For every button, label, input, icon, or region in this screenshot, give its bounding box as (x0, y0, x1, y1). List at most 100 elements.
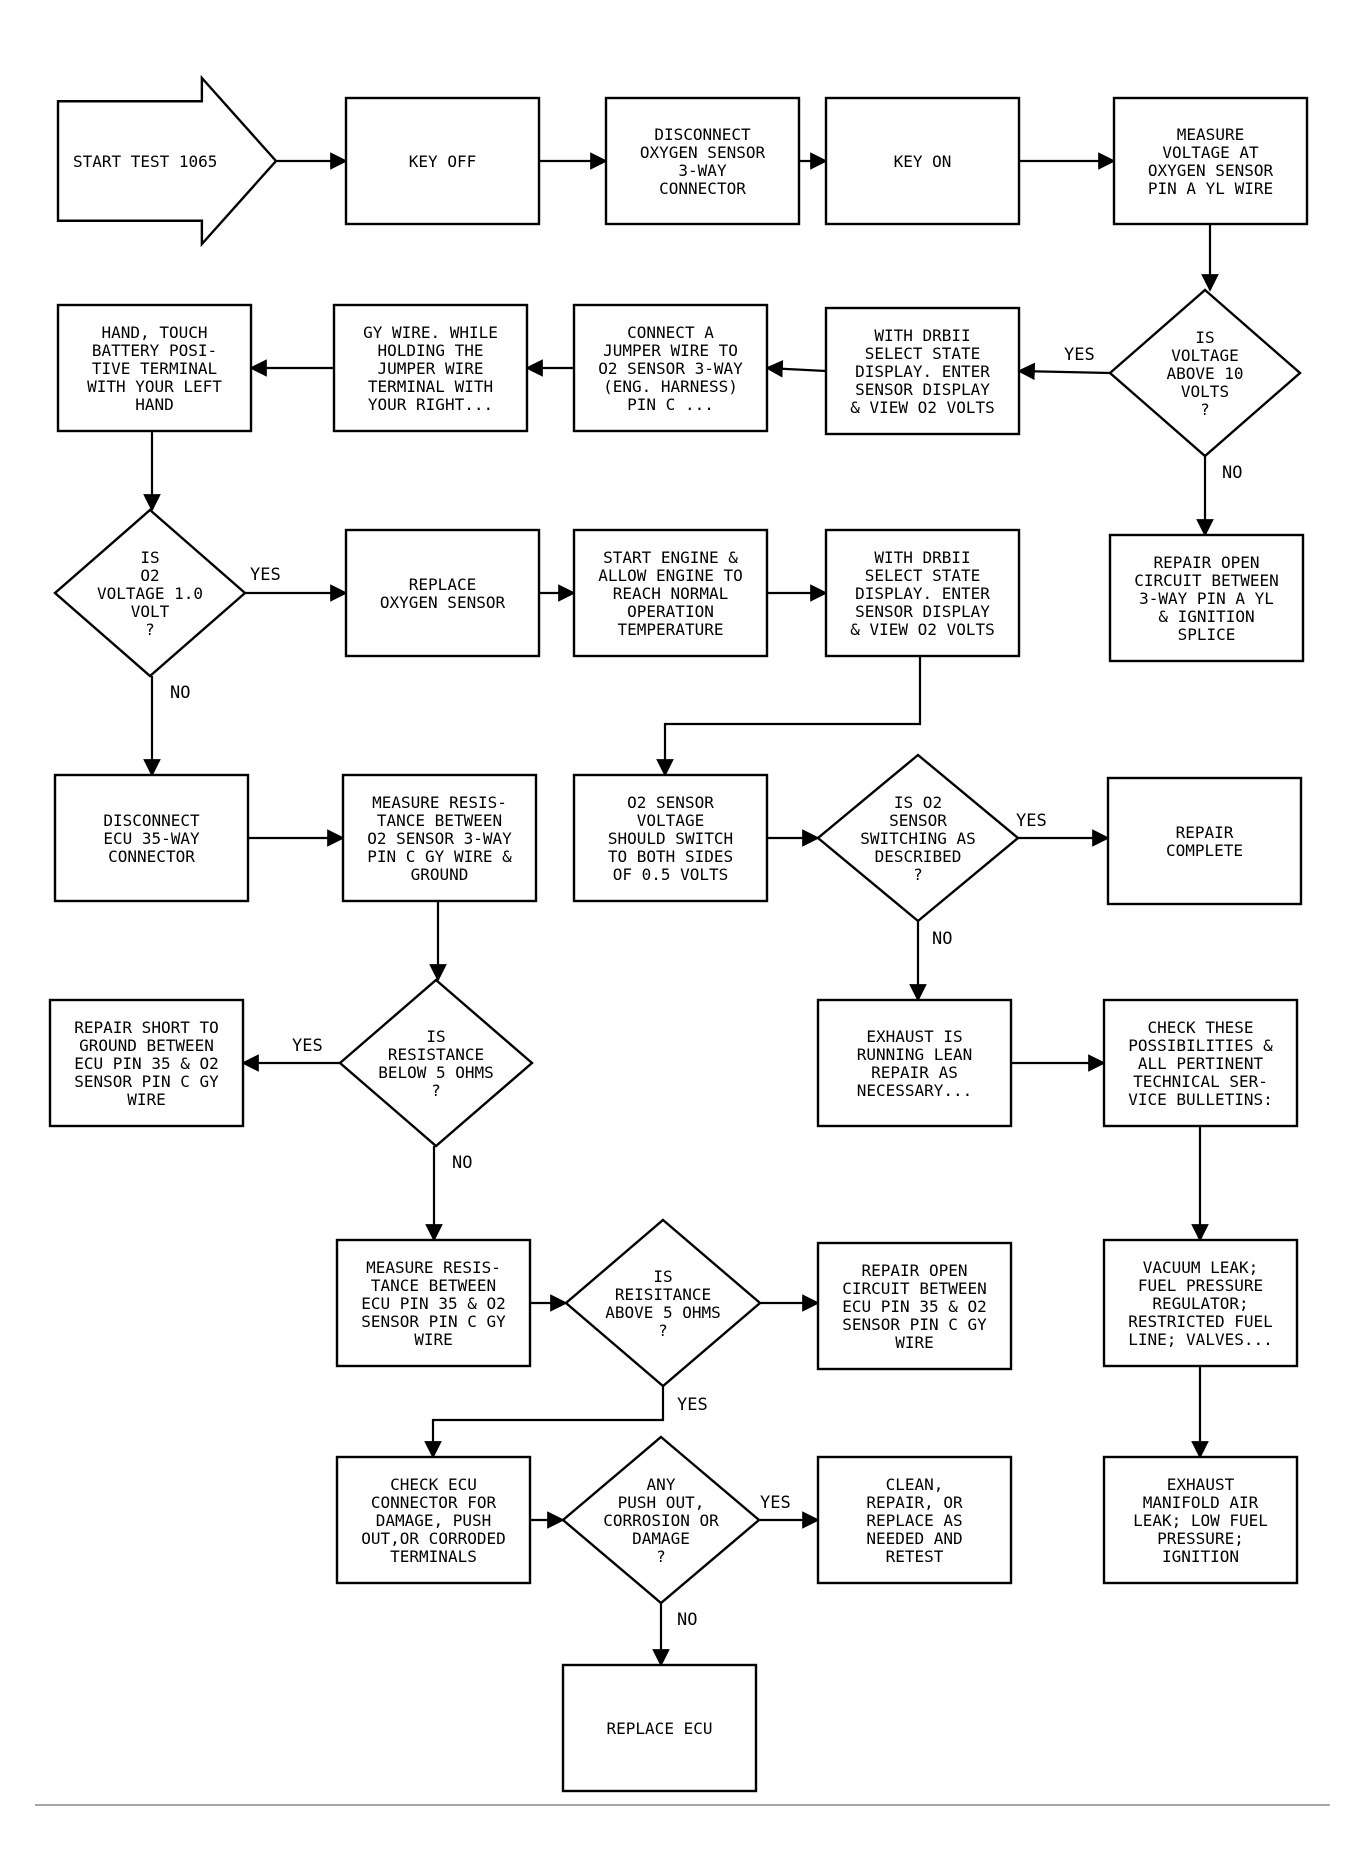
node-text-line: DISCONNECT (654, 125, 751, 144)
process-box (824, 528, 1021, 658)
node-text-line: EXHAUST (1167, 1475, 1235, 1494)
node-n2: KEY OFF (344, 96, 541, 226)
node-text-line: KEY ON (894, 152, 952, 171)
node-text-line: & VIEW O2 VOLTS (850, 620, 995, 639)
node-n1: START TEST 1065 (56, 74, 278, 248)
node-text-line: POSSIBILITIES & (1128, 1036, 1273, 1055)
node-text-line: HAND (135, 395, 174, 414)
node-text-line: CLEAN, (886, 1475, 944, 1494)
process-box (1102, 1455, 1299, 1585)
node-text-line: OUT,OR CORRODED (361, 1529, 506, 1548)
node-text-line: TERMINAL WITH (368, 377, 493, 396)
node-text-line: VICE BULLETINS: (1128, 1090, 1273, 1109)
node-text-line: SHOULD SWITCH (608, 829, 733, 848)
node-text-line: COMPLETE (1166, 841, 1243, 860)
node-text-line: VOLTAGE (1171, 346, 1238, 365)
process-box (1108, 533, 1305, 663)
node-text-line: REPAIR AS (871, 1063, 958, 1082)
node-text-line: RETEST (886, 1547, 944, 1566)
node-text-line: ECU PIN 35 & O2 (74, 1054, 219, 1073)
node-text-line: TO BOTH SIDES (608, 847, 733, 866)
node-text-line: & IGNITION (1158, 607, 1254, 626)
node-text-line: YOUR RIGHT... (368, 395, 493, 414)
node-text-line: GROUND (411, 865, 469, 884)
node-text-line: RESISTANCE (388, 1045, 484, 1064)
node-text-line: SENSOR PIN C GY (74, 1072, 219, 1091)
node-text-line: PUSH OUT, (618, 1493, 705, 1512)
node-text-line: START TEST 1065 (73, 152, 218, 171)
node-text-line: SENSOR PIN C GY (842, 1315, 987, 1334)
node-text-line: RUNNING LEAN (857, 1045, 973, 1064)
decision-diamond (53, 508, 247, 678)
node-text-line: CHECK THESE (1148, 1018, 1254, 1037)
process-box (344, 96, 541, 226)
node-text-line: ? (658, 1321, 668, 1340)
node-text-line: SELECT STATE (865, 344, 981, 363)
node-text-line: SELECT STATE (865, 566, 981, 585)
node-text-line: BATTERY POSI- (92, 341, 217, 360)
node-text-line: DAMAGE, PUSH (376, 1511, 492, 1530)
node-text-line: REGULATOR; (1152, 1294, 1248, 1313)
node-text-line: (ENG. HARNESS) (603, 377, 738, 396)
node-text-line: WIRE (414, 1330, 453, 1349)
process-box (335, 1455, 532, 1585)
node-text-line: ALL PERTINENT (1138, 1054, 1264, 1073)
node-text-line: VOLTAGE AT (1162, 143, 1259, 162)
node-text-line: DISPLAY. ENTER (855, 584, 990, 603)
node-text-line: FUEL PRESSURE (1138, 1276, 1263, 1295)
node-text-line: IS (1195, 328, 1214, 347)
node-text-line: MEASURE (1177, 125, 1244, 144)
node-text-line: ? (431, 1081, 441, 1100)
node-text-line: PIN C ... (627, 395, 714, 414)
node-text-line: IGNITION (1162, 1547, 1239, 1566)
process-box (824, 96, 1021, 226)
node-text-line: SPLICE (1178, 625, 1236, 644)
node-text-line: CORROSION OR (603, 1511, 719, 1530)
edge-n13-to-n14 (656, 656, 922, 777)
edge-d1-to-n7 (1017, 362, 1111, 381)
node-text-line: TANCE BETWEEN (377, 811, 502, 830)
process-box (572, 773, 769, 903)
node-text-line: IS O2 (894, 793, 942, 812)
edge-label-d5-yes: YES (677, 1395, 708, 1415)
process-box (572, 303, 769, 433)
node-text-line: TEMPERATURE (618, 620, 724, 639)
process-box (332, 303, 529, 433)
node-text-line: ABOVE 5 OHMS (605, 1303, 721, 1322)
process-box (816, 1241, 1013, 1371)
node-text-line: ? (913, 865, 923, 884)
node-text-line: 3-WAY (678, 161, 727, 180)
edge-label-d2-no: NO (170, 683, 190, 703)
node-text-line: TIVE TERMINAL (92, 359, 217, 378)
node-text-line: OF 0.5 VOLTS (613, 865, 729, 884)
node-text-line: O2 (140, 566, 159, 585)
process-box (344, 528, 541, 658)
node-text-line: BELOW 5 OHMS (378, 1063, 494, 1082)
edge-label-d3-no: NO (932, 929, 952, 949)
process-box (824, 306, 1021, 436)
node-text-line: DESCRIBED (875, 847, 962, 866)
node-text-line: ? (1200, 400, 1210, 419)
node-text-line: ECU 35-WAY (103, 829, 200, 848)
node-text-line: PRESSURE; (1157, 1529, 1244, 1548)
node-text-line: VOLTAGE 1.0 (97, 584, 203, 603)
edge-label-d1-no: NO (1222, 463, 1242, 483)
edge-label-d1-yes: YES (1064, 345, 1095, 365)
edge-label-d6-yes: YES (760, 1493, 791, 1513)
node-text-line: O2 SENSOR 3-WAY (598, 359, 743, 378)
